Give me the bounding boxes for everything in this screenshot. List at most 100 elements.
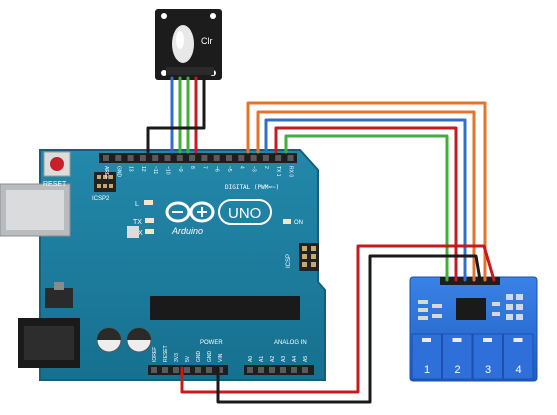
power-pin-label: RESET	[163, 345, 169, 362]
digital-header-sockets	[103, 155, 294, 161]
digital-pin-label: ~11	[152, 166, 158, 174]
touch-pin-header	[440, 277, 500, 285]
small-button	[127, 226, 139, 238]
wire-led-ground	[146, 76, 206, 154]
tx-led-label: TX	[133, 219, 142, 226]
atmega-chip	[150, 296, 300, 320]
touch-pad-indicator	[483, 338, 492, 342]
rgb-led-highlight	[176, 31, 184, 49]
touch-pad-indicator	[422, 338, 431, 342]
digital-pin-label: ~9	[177, 166, 183, 172]
icsp2-label: ICSP2	[92, 196, 110, 202]
power-pin-label: 3V3	[174, 353, 180, 362]
reset-label: RESET	[43, 181, 67, 188]
arduino-logo: UNO Arduino	[165, 199, 272, 236]
digital-pin-label: 2	[263, 166, 269, 169]
digital-pin-socket	[189, 155, 196, 161]
digital-pin-label: TX 1	[275, 166, 281, 177]
arduino-brand-label: Arduino	[171, 226, 203, 236]
l-led	[144, 200, 153, 205]
dc-power-jack-inner	[24, 326, 74, 360]
on-label: ON	[294, 220, 303, 226]
touch-pad-label: 1	[424, 364, 430, 376]
power-pin-socket	[184, 367, 190, 373]
reset-button-cap	[50, 157, 64, 171]
analog-pin-socket	[247, 367, 253, 373]
digital-pin-socket	[103, 155, 109, 161]
wires	[146, 76, 496, 404]
digital-pin-socket	[213, 155, 220, 161]
uno-label: UNO	[228, 205, 261, 222]
led-pin-header	[166, 67, 214, 75]
analog-pin-label: A0	[248, 356, 254, 362]
power-pin-label: IOREF	[152, 347, 158, 362]
icsp-label: ICSP	[286, 254, 292, 268]
power-pin-label: VIN	[218, 353, 224, 362]
power-label: POWER	[200, 340, 223, 346]
analog-pin-socket	[280, 367, 286, 373]
digital-pin-socket	[262, 155, 269, 161]
led-module-hole	[210, 13, 216, 19]
digital-pin-socket	[176, 155, 183, 161]
digital-pin-label: AREF	[103, 166, 109, 179]
regulator-tab	[54, 282, 64, 290]
digital-pin-socket	[127, 155, 134, 161]
digital-pin-label: GND	[115, 166, 121, 178]
capacitor-top	[97, 328, 121, 340]
tx-led	[145, 218, 154, 223]
digital-pin-label: ~3	[251, 166, 257, 172]
digital-pin-socket	[139, 155, 146, 161]
digital-pin-label: ~6	[214, 166, 220, 172]
touch-pad-label: 4	[516, 364, 522, 376]
led-module-hole	[161, 13, 167, 19]
capacitor-top	[127, 328, 151, 340]
arduino-pcb	[39, 149, 326, 381]
wire-power-gnd	[216, 254, 482, 404]
digital-pin-label: 7	[201, 166, 207, 169]
digital-pin-socket	[164, 155, 171, 161]
on-led	[283, 219, 291, 224]
digital-pin-socket	[201, 155, 208, 161]
voltage-regulator	[45, 288, 73, 308]
power-pin-socket	[217, 367, 223, 373]
digital-pin-socket	[275, 155, 282, 161]
wire-orange-2	[256, 110, 476, 282]
touch-jumper-pads	[506, 294, 523, 320]
digital-pin-label: 12	[140, 166, 146, 172]
wire-orange	[246, 101, 487, 282]
power-pin-socket	[151, 367, 157, 373]
analog-pin-socket	[302, 367, 308, 373]
led-color-label: Clr	[201, 36, 213, 46]
power-pin-label: GND	[207, 351, 213, 363]
wire-blue	[264, 118, 467, 282]
touch-pad-indicator	[452, 338, 462, 342]
digital-pin-socket	[287, 155, 294, 161]
digital-pin-label: 8	[189, 166, 195, 169]
digital-pin-socket	[226, 155, 232, 161]
analog-pin-label: A4	[292, 356, 298, 362]
analog-pin-label: A2	[270, 356, 276, 362]
power-pin-label: GND	[196, 351, 202, 363]
digital-pin-label: 13	[128, 166, 134, 172]
touch-pad-indicator	[513, 338, 523, 342]
touch-pad-label: 2	[455, 364, 461, 376]
wire-green	[284, 134, 449, 282]
touch-ic-chip	[456, 298, 486, 320]
led-module-hole	[161, 70, 167, 76]
analog-pin-socket	[269, 367, 275, 373]
digital-pin-label: ~5	[226, 166, 232, 172]
l-led-label: L	[135, 201, 139, 208]
digital-label: DIGITAL (PWM=~)	[225, 184, 279, 191]
power-header-sockets	[151, 367, 223, 373]
analog-pin-label: A3	[281, 356, 287, 362]
analog-pin-label: A5	[303, 356, 309, 362]
digital-pin-label: 4	[238, 166, 244, 169]
digital-pin-socket	[115, 155, 122, 161]
analog-pin-socket	[291, 367, 297, 373]
